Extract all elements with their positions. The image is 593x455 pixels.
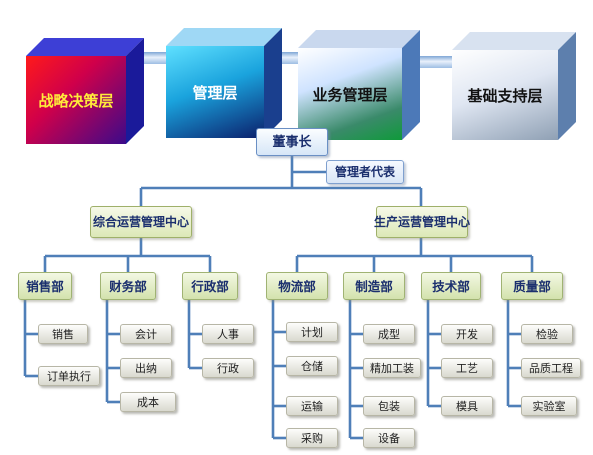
layer-label: 战略决策层 [38, 91, 114, 110]
cube-top-face [452, 32, 576, 50]
department-box: 行政部 [182, 272, 238, 300]
sub-unit-box: 包装 [363, 396, 415, 416]
sub-unit-box: 模具 [441, 396, 493, 416]
sub-unit-box: 运输 [286, 396, 338, 416]
sub-unit-box: 实验室 [521, 396, 577, 416]
layer-cube-strategy: 战略决策层 [26, 38, 148, 144]
sub-unit-box: 订单执行 [38, 366, 100, 386]
layer-label: 基础支持层 [467, 86, 543, 105]
cube-side-face [126, 38, 144, 144]
sub-unit-box: 人事 [202, 324, 254, 344]
cube-top-face [298, 30, 420, 48]
department-box: 销售部 [18, 272, 72, 300]
cube-front-face: 战略决策层 [26, 56, 126, 144]
sub-unit-box: 计划 [286, 322, 338, 342]
sub-unit-box: 出纳 [120, 358, 172, 378]
sub-unit-box: 行政 [202, 358, 254, 378]
cube-top-face [166, 28, 282, 46]
department-box: 质量部 [501, 272, 563, 300]
sub-unit-box: 成型 [363, 324, 415, 344]
sub-unit-box: 仓储 [286, 356, 338, 376]
sub-unit-box: 检验 [521, 324, 573, 344]
sub-unit-box: 销售 [38, 324, 88, 344]
center-box-prod: 生产运营管理中心 [374, 206, 470, 238]
department-box: 物流部 [266, 272, 328, 300]
sub-unit-box: 工艺 [441, 358, 493, 378]
cube-top-face [26, 38, 144, 56]
cube-front-face: 基础支持层 [452, 50, 558, 140]
layer-cube-business: 业务管理层 [298, 30, 424, 140]
layer-label: 管理层 [192, 83, 238, 102]
sub-unit-box: 开发 [441, 324, 493, 344]
sub-unit-box: 品质工程 [521, 358, 581, 378]
department-box: 技术部 [421, 272, 481, 300]
sub-unit-box: 精加工装 [363, 358, 421, 378]
cube-side-face [264, 28, 282, 138]
center-box-ops: 综合运营管理中心 [90, 206, 192, 238]
layer-label: 业务管理层 [312, 85, 388, 104]
department-box: 财务部 [100, 272, 156, 300]
sub-unit-box: 采购 [286, 428, 338, 448]
cube-side-face [402, 30, 420, 140]
department-box: 制造部 [343, 272, 405, 300]
sub-unit-box: 设备 [363, 428, 415, 448]
representative-box: 管理者代表 [326, 160, 404, 184]
cube-side-face [558, 32, 576, 140]
cube-front-face: 业务管理层 [298, 48, 402, 140]
sub-unit-box: 会计 [120, 324, 172, 344]
layer-cube-support: 基础支持层 [452, 32, 580, 140]
layer-cube-management: 管理层 [166, 28, 286, 138]
chairman-box: 董事长 [256, 128, 328, 156]
sub-unit-box: 成本 [120, 392, 176, 412]
cube-front-face: 管理层 [166, 46, 264, 138]
